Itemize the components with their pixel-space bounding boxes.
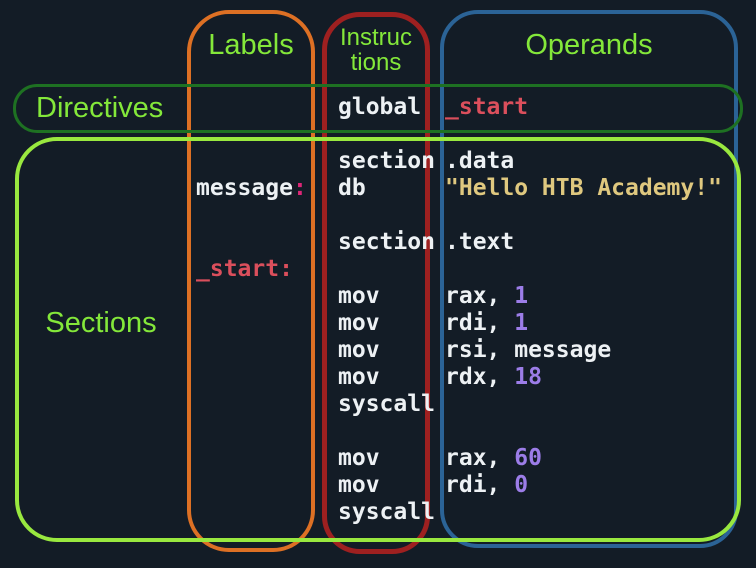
labels-column-outline: [187, 10, 315, 552]
sections-row-outline: [15, 137, 741, 542]
label-cell: [0, 229, 312, 256]
code-row-blank: [0, 202, 756, 229]
instruction-cell: syscall: [338, 499, 435, 525]
label-cell: [0, 94, 312, 121]
operand-cell: rax, 60: [445, 445, 542, 471]
code-row-mov-rdx: mov rdx, 18: [0, 364, 756, 391]
operand-cell: [445, 391, 756, 418]
operand-cell: rdx, 18: [445, 364, 542, 390]
instruction-cell: [312, 256, 445, 283]
operand-cell: rsi, message: [445, 337, 612, 363]
operand-cell: rdi, 0: [445, 472, 529, 498]
label-cell: [0, 364, 312, 391]
label-cell: [0, 283, 312, 310]
instruction-cell: mov: [338, 310, 380, 336]
operand-cell: rdi, 1: [445, 310, 529, 336]
label-cell: [0, 391, 312, 418]
code-row-section-data: section .data: [0, 148, 756, 175]
code-row-blank: [0, 121, 756, 148]
code-row-message-db: message: db "Hello HTB Academy!": [0, 175, 756, 202]
code-row-mov-rax1: mov rax, 1: [0, 283, 756, 310]
label-cell: _start:: [196, 256, 293, 282]
operand-cell: .text: [445, 229, 515, 255]
instruction-cell: db: [338, 175, 366, 201]
code-row-mov-rdi0: mov rdi, 0: [0, 472, 756, 499]
instruction-cell: global: [338, 94, 422, 120]
operand-cell: "Hello HTB Academy!": [445, 175, 722, 201]
instruction-cell: mov: [338, 337, 380, 363]
instructions-column-outline: [322, 12, 430, 554]
instruction-cell: section: [338, 229, 435, 255]
operand-cell: [445, 499, 756, 526]
label-cell: [0, 310, 312, 337]
operand-cell: rax, 1: [445, 283, 529, 309]
code-row-mov-rax60: mov rax, 60: [0, 445, 756, 472]
label-cell: [0, 337, 312, 364]
code-row-blank: [0, 418, 756, 445]
label-cell: [0, 472, 312, 499]
directives-row-outline: [13, 84, 743, 133]
instruction-cell: mov: [338, 283, 380, 309]
instruction-cell: mov: [338, 364, 380, 390]
code-row-syscall: syscall: [0, 499, 756, 526]
sections-header: Sections: [45, 307, 157, 339]
code-row-syscall: syscall: [0, 391, 756, 418]
instruction-cell: mov: [338, 472, 380, 498]
label-cell: [0, 499, 312, 526]
directives-header: Directives: [36, 92, 164, 124]
instruction-cell: mov: [338, 445, 380, 471]
code-row-mov-rdi1: mov rdi, 1: [0, 310, 756, 337]
label-cell: message:: [196, 175, 307, 201]
instruction-cell: syscall: [338, 391, 435, 417]
code-row-global: global _start: [0, 94, 756, 121]
operands-column-outline: [440, 10, 738, 548]
label-cell: [0, 148, 312, 175]
label-cell: [0, 445, 312, 472]
assembly-code: global _start section .data message: db "Hel…: [0, 94, 756, 526]
operand-cell: [445, 256, 756, 283]
operand-cell: .data: [445, 148, 515, 174]
code-row-mov-rsi: mov rsi, message: [0, 337, 756, 364]
instruction-cell: section: [338, 148, 435, 174]
instructions-header-line2: tions: [350, 49, 402, 76]
labels-header: Labels: [208, 29, 294, 61]
operand-cell: _start: [445, 94, 529, 120]
code-row-section-text: section .text: [0, 229, 756, 256]
operands-header: Operands: [525, 29, 653, 61]
code-row-start-label: _start:: [0, 256, 756, 283]
instructions-header-line1: Instruc: [339, 24, 413, 51]
